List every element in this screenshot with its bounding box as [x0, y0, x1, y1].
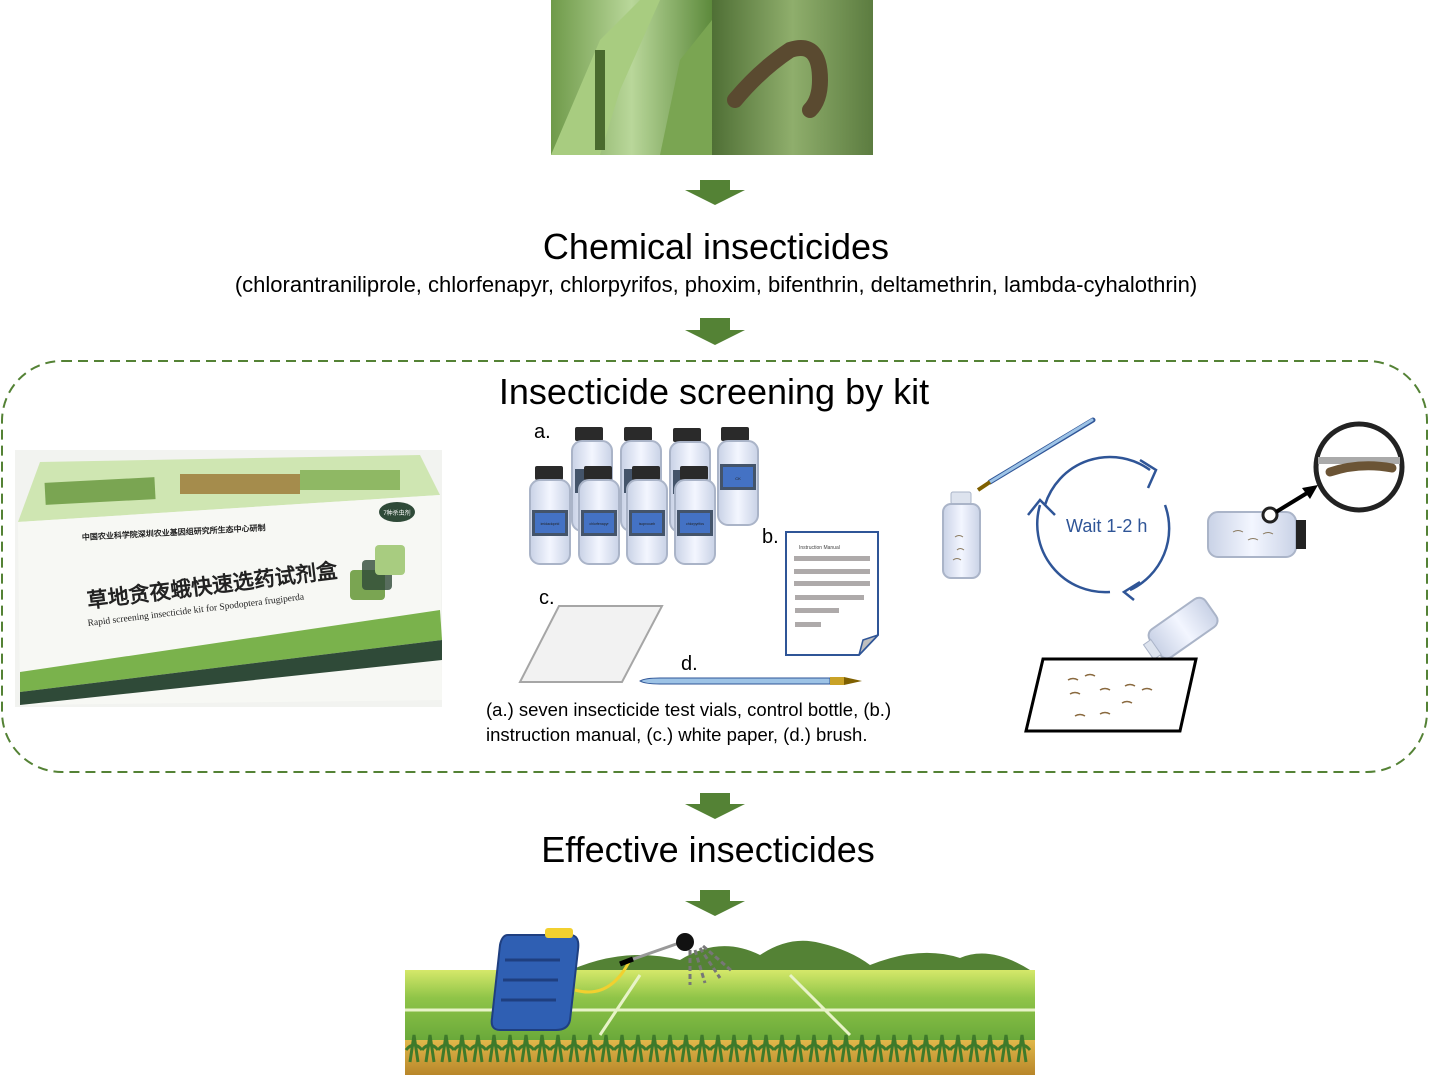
crop-plant-icon [820, 1034, 840, 1063]
control-vial: CK [717, 427, 759, 526]
crop-plant-icon [596, 1034, 616, 1063]
down-arrow-icon [685, 180, 745, 205]
kit-caption-line1: (a.) seven insecticide test vials, contr… [486, 699, 891, 720]
crop-plant-icon [420, 1034, 440, 1063]
crop-plant-icon [724, 1034, 744, 1063]
crop-plant-icon [996, 1034, 1016, 1063]
crop-plant-icon [900, 1034, 920, 1063]
crop-plant-icon [836, 1034, 856, 1063]
down-arrow-icon [685, 318, 745, 345]
crop-plant-icon [532, 1034, 552, 1063]
wait-label: Wait 1-2 h [1066, 516, 1147, 536]
test-vials: CK imidacloprid chlorfenapyr isoprocarb … [529, 427, 759, 565]
crop-plant-icon [580, 1034, 600, 1063]
insecticide-list: (chlorantraniliprole, chlorfenapyr, chlo… [235, 272, 1197, 297]
tipped-vial [1142, 596, 1219, 661]
lying-vial [1207, 506, 1306, 558]
crop-plant-icon [980, 1034, 1000, 1063]
armyworm-larva-photo [712, 0, 873, 155]
crop-plant-icon [1012, 1034, 1032, 1063]
label-d: d. [681, 653, 698, 675]
larvae-vial [942, 491, 981, 579]
down-arrow-icon [685, 890, 745, 916]
spray-icon [688, 944, 734, 985]
effective-insecticides-title: Effective insecticides [541, 829, 875, 870]
sprayer-tank-icon [490, 928, 632, 1031]
crop-plant-icon [612, 1034, 632, 1063]
crop-plant-icon [756, 1034, 776, 1063]
crop-plant-icon [644, 1034, 664, 1063]
damaged-maize-photo [551, 0, 712, 155]
crop-plant-icon [692, 1034, 712, 1063]
label-c: c. [539, 587, 555, 609]
crop-plant-icon [548, 1034, 568, 1063]
crop-plant-icon [740, 1034, 760, 1063]
crop-plant-icon [788, 1034, 808, 1063]
white-paper-with-larvae [1024, 657, 1198, 733]
crop-plant-icon [500, 1034, 520, 1063]
vial-label: imidacloprid [541, 522, 560, 526]
manual-title: Instruction Manual [799, 545, 840, 551]
crop-plant-icon [436, 1034, 456, 1063]
crop-plant-icon [948, 1034, 968, 1063]
chemical-insecticides-title: Chemical insecticides [543, 226, 889, 267]
crop-plant-icon [852, 1034, 872, 1063]
crop-plant-icon [804, 1034, 824, 1063]
wait-cycle-icon [1027, 455, 1171, 601]
crop-plant-icon [404, 1034, 424, 1063]
vial-label: chlorfenapyr [589, 522, 609, 526]
crop-plant-icon [916, 1034, 936, 1063]
crop-plant-icon [932, 1034, 952, 1063]
control-vial-label: CK [735, 476, 741, 481]
vial-label: chlorpyrifos [686, 522, 704, 526]
brush-diagonal-icon [976, 417, 1096, 492]
crop-plant-icon [772, 1034, 792, 1063]
crop-plant-icon [708, 1034, 728, 1063]
crop-plant-icon [468, 1034, 488, 1063]
crop-plant-icon [964, 1034, 984, 1063]
vial-front-row: imidacloprid chlorfenapyr isoprocarb chl… [529, 466, 716, 565]
screening-kit-panel [1, 360, 1428, 773]
crop-plant-icon [516, 1034, 536, 1063]
field-spraying-scene [404, 928, 1035, 1075]
magnified-larva [1313, 421, 1405, 513]
crop-plant-icon [884, 1034, 904, 1063]
box-badge: 7种杀虫剂 [383, 509, 410, 517]
instruction-manual: Instruction Manual [785, 531, 879, 656]
crop-plant-icon [628, 1034, 648, 1063]
crop-plant-icon [484, 1034, 504, 1063]
label-a: a. [534, 421, 551, 443]
white-paper [518, 605, 664, 683]
label-b: b. [762, 526, 779, 548]
kit-caption-line2: instruction manual, (c.) white paper, (d… [486, 724, 867, 745]
crop-plant-icon [452, 1034, 472, 1063]
crop-plant-icon [868, 1034, 888, 1063]
screening-title: Insecticide screening by kit [499, 371, 929, 412]
procedure-illustration: Wait 1-2 h [942, 417, 1405, 733]
kit-box-photo: 7种杀虫剂 中国农业科学院深圳农业基因组研究所生态中心研制 草地贪夜蛾快速选药试… [15, 450, 442, 707]
down-arrow-icon [685, 793, 745, 819]
vial-label: isoprocarb [639, 522, 655, 526]
crop-plant-icon [564, 1034, 584, 1063]
crop-plant-icon [660, 1034, 680, 1063]
crop-plant-icon [676, 1034, 696, 1063]
brush-icon [639, 677, 862, 685]
